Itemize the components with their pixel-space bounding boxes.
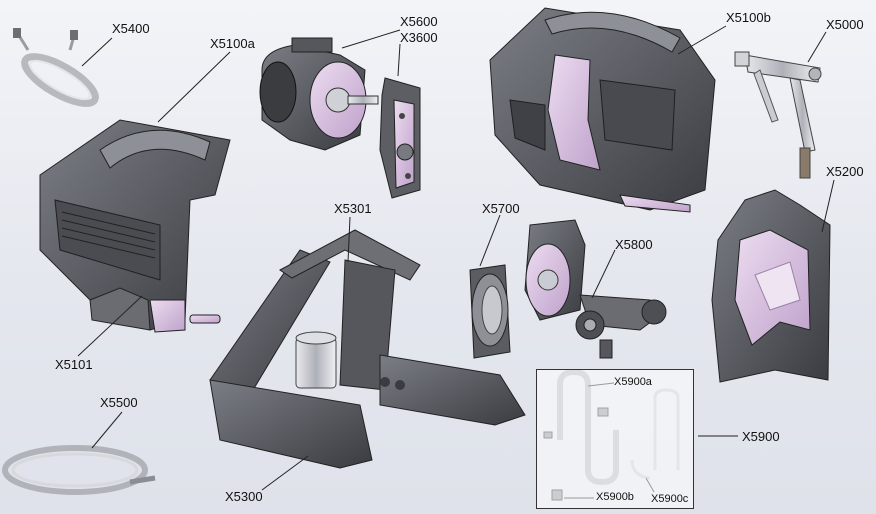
label-x5300: X5300 (225, 489, 263, 504)
hose-part (2, 445, 156, 495)
leader-lines (77, 25, 835, 491)
bracket-plate-part (379, 77, 421, 199)
label-x5000: X5000 (826, 17, 864, 32)
label-x5400: X5400 (112, 21, 150, 36)
label-x5101: X5101 (55, 357, 93, 372)
spray-gun-part (734, 51, 822, 179)
label-x3600: X3600 (400, 30, 438, 45)
label-x5301: X5301 (334, 201, 372, 216)
tube-kit-box (536, 369, 694, 509)
motor-part (259, 37, 379, 151)
label-x5200: X5200 (826, 164, 864, 179)
label-x5900: X5900 (742, 429, 780, 444)
label-x5100a: X5100a (210, 36, 255, 51)
label-x5800: X5800 (615, 237, 653, 252)
power-cord-part (13, 28, 99, 107)
shroud-part (469, 264, 511, 359)
label-x5600: X5600 (400, 14, 438, 29)
frame-part (209, 229, 526, 469)
label-x5700: X5700 (482, 201, 520, 216)
pump-assembly-part (524, 219, 667, 359)
label-x5900c: X5900c (651, 493, 689, 505)
front-cover-part (711, 189, 831, 383)
label-x5500: X5500 (100, 395, 138, 410)
right-housing-part (489, 7, 716, 213)
label-x5100b: X5100b (726, 10, 771, 25)
label-x5900a: X5900a (614, 376, 652, 388)
left-housing-part (39, 119, 231, 333)
label-x5900b: X5900b (596, 491, 634, 503)
